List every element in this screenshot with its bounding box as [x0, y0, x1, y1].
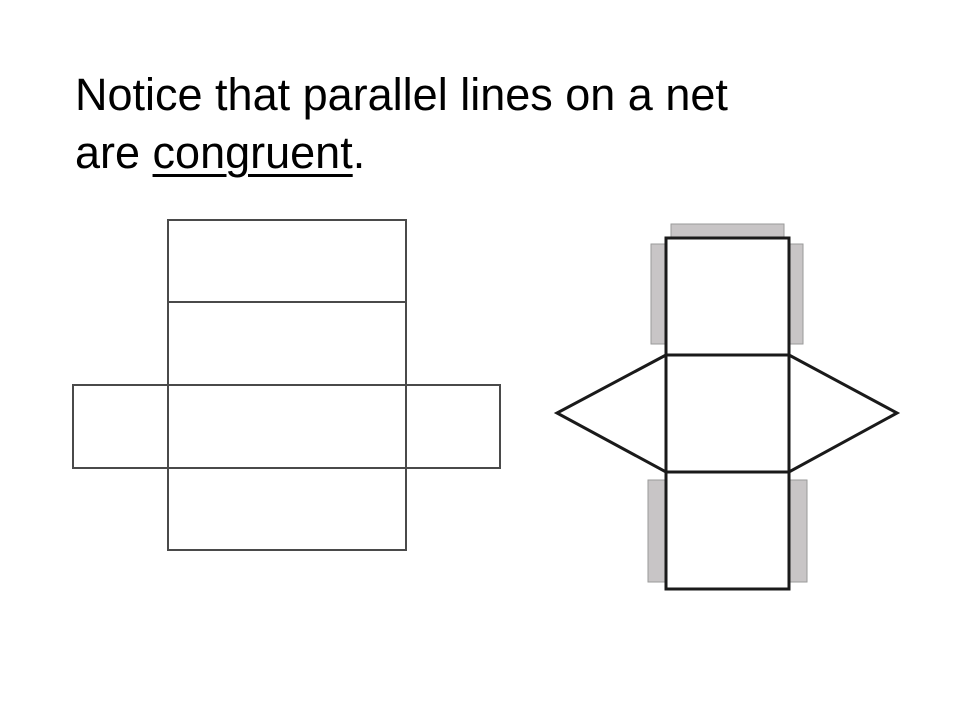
slide-title: Notice that parallel lines on a net are c… — [75, 66, 895, 182]
net-face-center — [167, 384, 407, 469]
prism-face-bottom — [664, 470, 791, 591]
net-face-top — [167, 219, 407, 303]
glue-tab-top — [670, 223, 785, 239]
prism-face-middle — [664, 353, 791, 474]
title-line2-prefix: are — [75, 127, 153, 178]
triangle-face-left — [553, 352, 668, 475]
net-face-right — [405, 384, 501, 469]
title-underlined-word: congruent — [152, 127, 353, 178]
glue-tab-upper-left — [650, 243, 667, 345]
title-line1: Notice that parallel lines on a net — [75, 69, 728, 120]
net-face-bottom — [167, 467, 407, 551]
triangle-face-right — [787, 352, 901, 475]
title-period: . — [352, 127, 366, 178]
glue-tab-lower-left — [647, 479, 667, 583]
glue-tab-upper-right — [788, 243, 804, 345]
prism-face-top — [664, 236, 791, 357]
glue-tab-lower-right — [788, 479, 808, 583]
net-face-upper — [167, 301, 407, 386]
